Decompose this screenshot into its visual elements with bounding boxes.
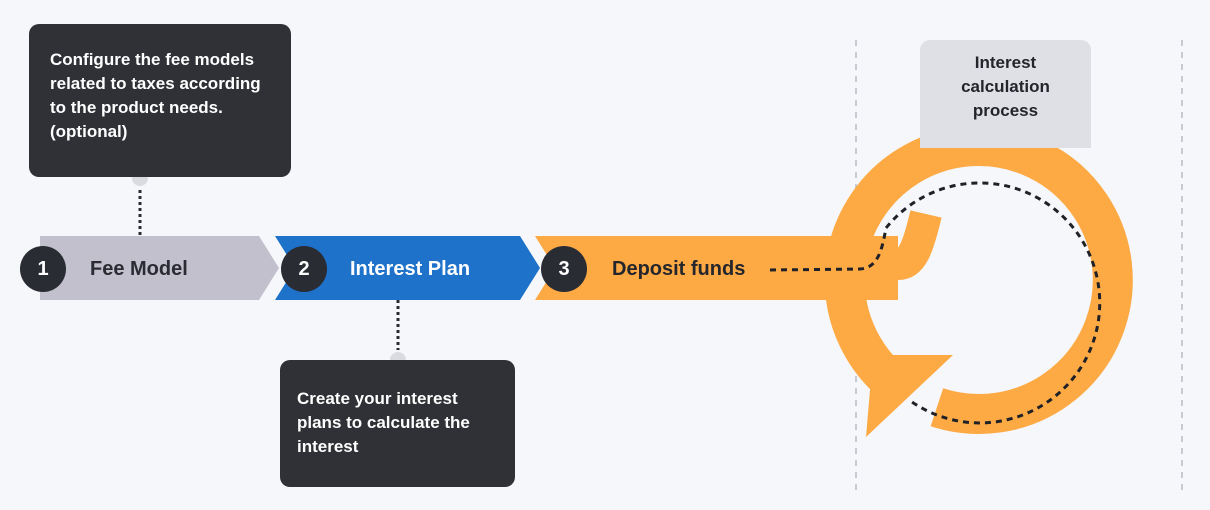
loop-arrowhead-icon [866, 355, 953, 437]
step-number-3: 3 [541, 246, 587, 292]
interest-loop-connector [895, 210, 942, 280]
step-label-interest-plan[interactable]: Interest Plan [350, 258, 471, 280]
step-label-deposit-funds[interactable]: Deposit funds [612, 258, 746, 280]
step-fee-model-shape[interactable] [40, 236, 279, 300]
step-number-2: 2 [281, 246, 327, 292]
step-deposit-funds-shape[interactable] [535, 236, 898, 300]
interest-plan-tooltip: Create your interest plans to calculate … [280, 360, 515, 487]
interest-calculation-process-box: Interest calculation process [920, 40, 1091, 148]
step-label-fee-model[interactable]: Fee Model [90, 258, 188, 280]
process-label: Interest calculation process [961, 53, 1050, 120]
step-number-1: 1 [20, 246, 66, 292]
step-interest-plan-shape[interactable] [275, 236, 540, 300]
fee-model-tooltip: Configure the fee models related to taxe… [29, 24, 291, 177]
flow-path-dashed [769, 181, 1102, 425]
